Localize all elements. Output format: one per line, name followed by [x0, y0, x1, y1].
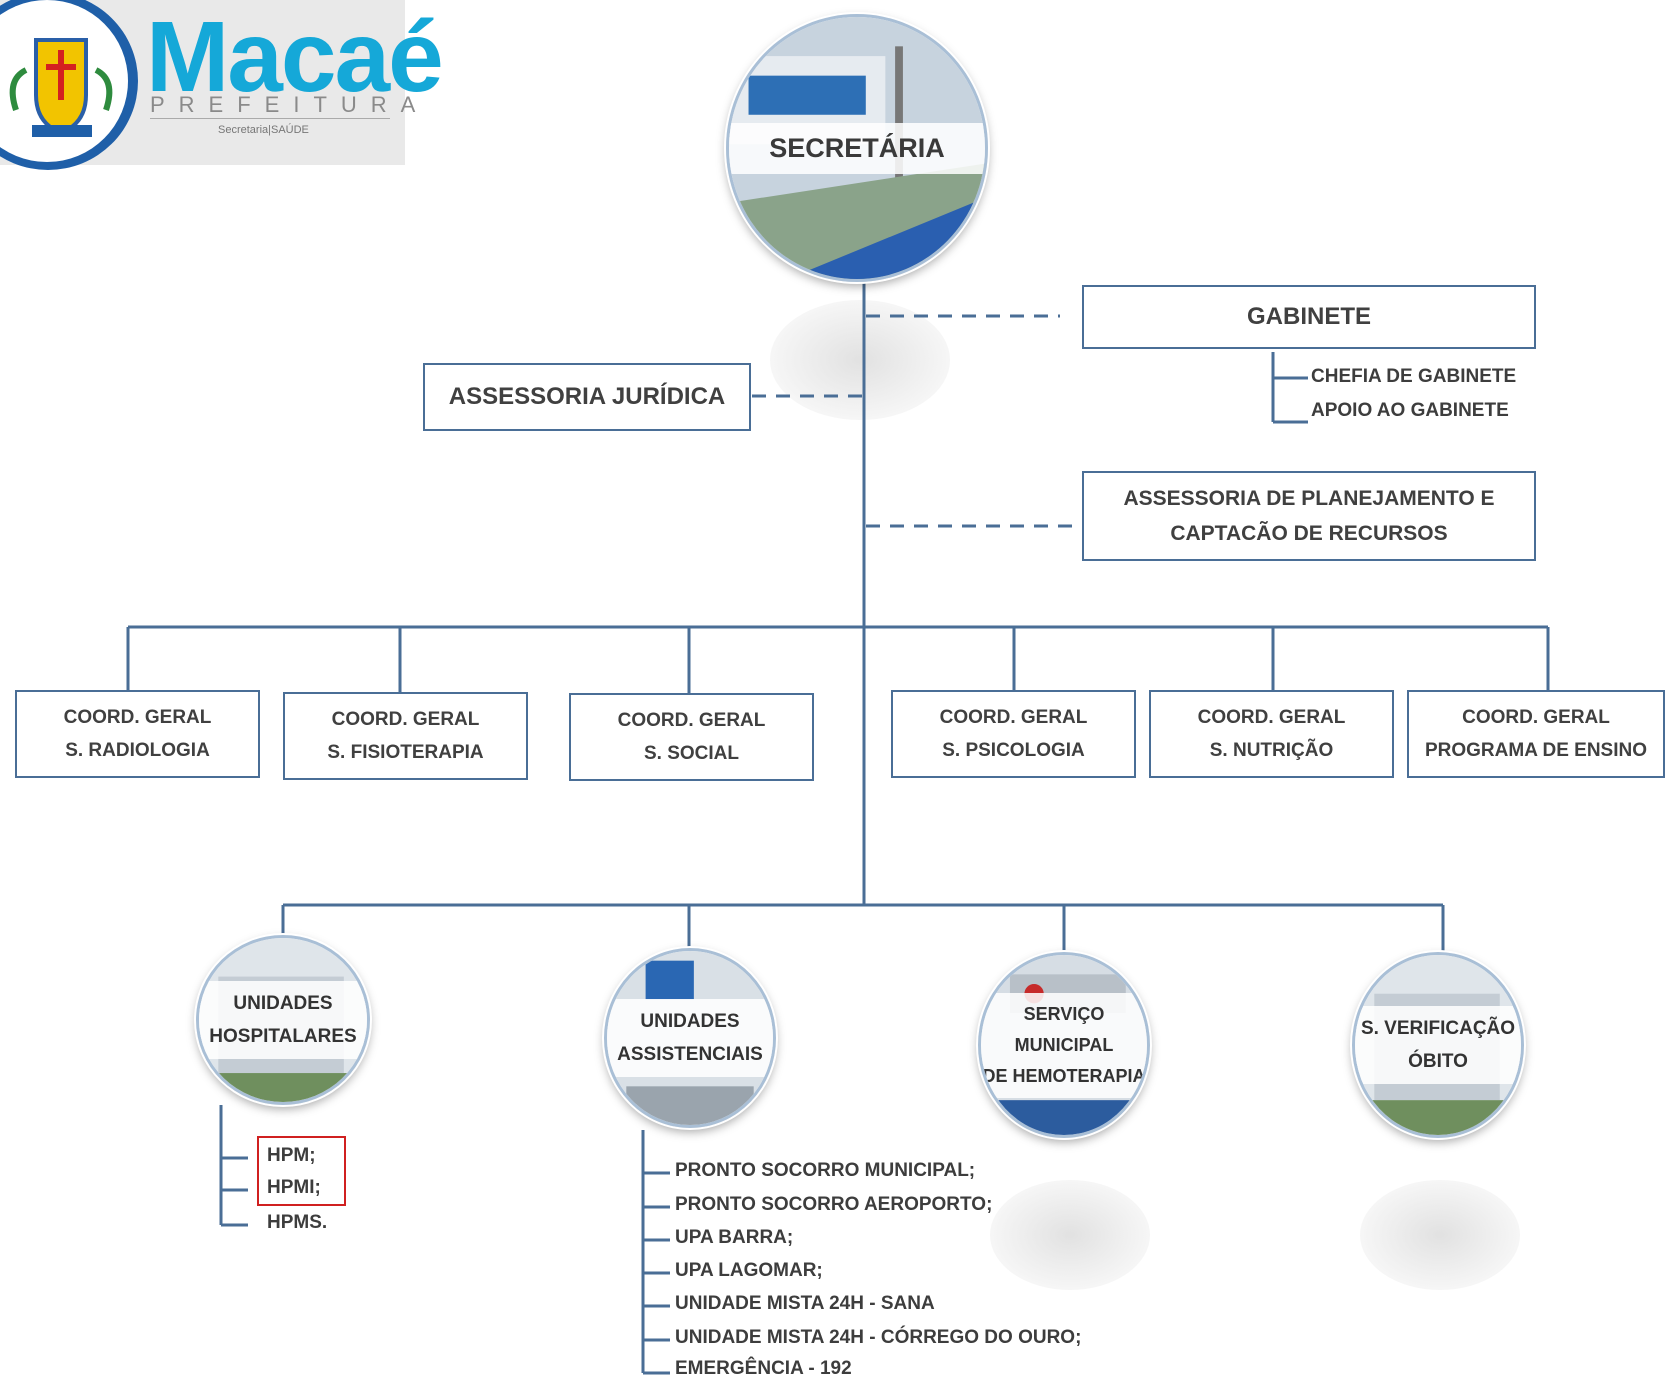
logo-department: Secretaria|SAÚDE — [218, 124, 309, 136]
coat-of-arms-icon — [0, 0, 138, 170]
coord-line2: S. FISIOTERAPIA — [327, 742, 484, 763]
gabinete-box[interactable]: GABINETE — [1082, 285, 1536, 349]
unidades-assistenciais-node[interactable]: UNIDADES ASSISTENCIAIS — [604, 948, 776, 1128]
background-haze — [1360, 1180, 1520, 1290]
unit-line2: HOSPITALARES — [209, 1026, 357, 1047]
servico-hemoterapia-node[interactable]: SERVIÇO MUNICIPAL DE HEMOTERAPIA — [978, 952, 1150, 1138]
coord-radiologia-box[interactable]: COORD. GERAL S. RADIOLOGIA — [15, 690, 260, 778]
assessoria-juridica-box[interactable]: ASSESSORIA JURÍDICA — [423, 363, 751, 431]
unit-line2: ÓBITO — [1408, 1051, 1468, 1072]
assistencial-item: UPA BARRA; — [675, 1227, 794, 1248]
coord-social-box[interactable]: COORD. GERAL S. SOCIAL — [569, 693, 814, 781]
verificacao-obito-node[interactable]: S. VERIFICAÇÃO ÓBITO — [1352, 952, 1524, 1138]
logo-divider — [150, 118, 390, 119]
secretaria-label: SECRETÁRIA — [769, 132, 945, 163]
coord-fisioterapia-box[interactable]: COORD. GERAL S. FISIOTERAPIA — [283, 692, 528, 780]
background-haze — [990, 1180, 1150, 1290]
prefeitura-logo: Macaé PREFEITURA Secretaria|SAÚDE — [0, 0, 444, 170]
coord-ensino-box[interactable]: COORD. GERAL PROGRAMA DE ENSINO — [1407, 690, 1665, 778]
gabinete-item: APOIO AO GABINETE — [1311, 400, 1509, 421]
planejamento-line2: CAPTACÃO DE RECURSOS — [1170, 522, 1448, 545]
assistencial-item: UNIDADE MISTA 24H - CÓRREGO DO OURO; — [675, 1327, 1082, 1348]
coord-line1: COORD. GERAL — [331, 709, 480, 730]
assessoria-planejamento-box[interactable]: ASSESSORIA DE PLANEJAMENTO E CAPTACÃO DE… — [1082, 471, 1536, 561]
highlight-box — [257, 1136, 346, 1206]
coord-line1: COORD. GERAL — [617, 710, 766, 731]
coord-line1: COORD. GERAL — [63, 707, 212, 728]
unit-line2: DE HEMOTERAPIA — [982, 1065, 1146, 1086]
assistencial-item: UNIDADE MISTA 24H - SANA — [675, 1293, 935, 1314]
coord-psicologia-box[interactable]: COORD. GERAL S. PSICOLOGIA — [891, 690, 1136, 778]
assistencial-item: PRONTO SOCORRO AEROPORTO; — [675, 1194, 993, 1215]
planejamento-line1: ASSESSORIA DE PLANEJAMENTO E — [1123, 487, 1495, 510]
coord-line2: S. RADIOLOGIA — [65, 740, 210, 761]
unidades-hospitalares-node[interactable]: UNIDADES HOSPITALARES — [196, 935, 370, 1105]
gabinete-item: CHEFIA DE GABINETE — [1311, 366, 1517, 387]
assistencial-item: PRONTO SOCORRO MUNICIPAL; — [675, 1160, 976, 1181]
coord-line1: COORD. GERAL — [1197, 707, 1346, 728]
coord-nutricao-box[interactable]: COORD. GERAL S. NUTRIÇÃO — [1149, 690, 1394, 778]
background-haze — [770, 300, 950, 420]
coord-line2: PROGRAMA DE ENSINO — [1424, 740, 1648, 761]
assistencial-item: UPA LAGOMAR; — [675, 1260, 823, 1281]
logo-title: Macaé — [146, 1, 444, 113]
unit-line1: UNIDADES — [233, 993, 333, 1014]
coord-line2: S. NUTRIÇÃO — [1209, 740, 1334, 761]
assistencial-item: EMERGÊNCIA - 192 — [675, 1358, 852, 1379]
unit-line2: ASSISTENCIAIS — [617, 1044, 763, 1065]
hospital-item: HPM; — [267, 1145, 316, 1166]
hospital-item: HPMS. — [267, 1212, 328, 1233]
coord-line2: S. PSICOLOGIA — [942, 740, 1085, 761]
unit-line1: S. VERIFICAÇÃO — [1360, 1018, 1516, 1039]
hospital-item: HPMI; — [267, 1177, 321, 1198]
coord-line1: COORD. GERAL — [1462, 707, 1610, 728]
coord-line1: COORD. GERAL — [939, 707, 1088, 728]
gabinete-title: GABINETE — [1246, 303, 1371, 330]
unit-line1: UNIDADES — [640, 1011, 740, 1032]
coord-line2: S. SOCIAL — [643, 743, 739, 764]
unit-line1: SERVIÇO MUNICIPAL — [1014, 1003, 1114, 1055]
logo-subtitle: PREFEITURA — [150, 92, 430, 117]
secretaria-node[interactable]: SECRETÁRIA — [726, 14, 988, 282]
assessoria-juridica-title: ASSESSORIA JURÍDICA — [448, 383, 726, 410]
